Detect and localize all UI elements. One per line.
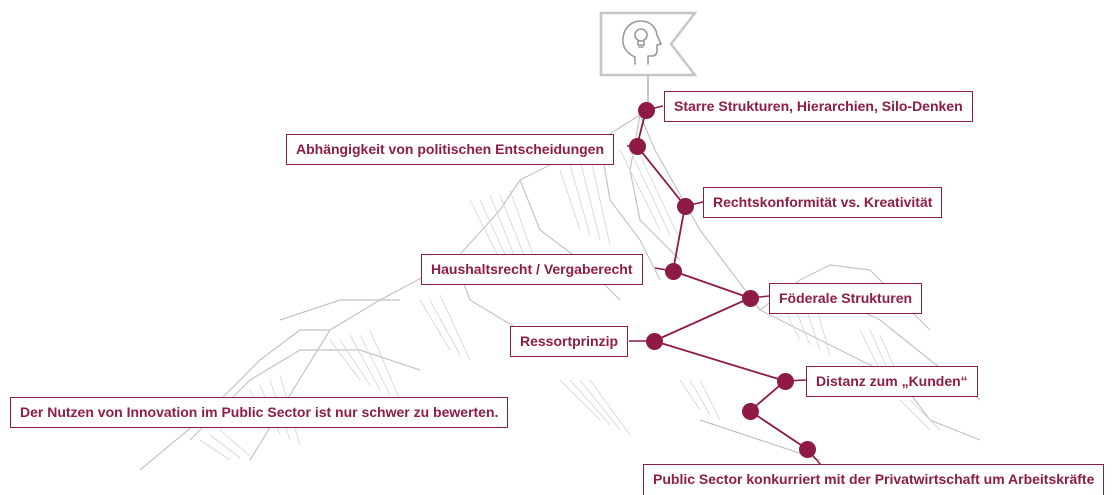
route-node-politics xyxy=(629,138,646,155)
route-node-customer xyxy=(777,373,794,390)
head-lightbulb-icon xyxy=(622,20,662,65)
label-workforce: Public Sector konkurriert mit der Privat… xyxy=(643,464,1105,495)
route-node-legal xyxy=(677,198,694,215)
flag xyxy=(599,11,698,77)
route-node-silo xyxy=(638,102,655,119)
label-federal: Föderale Strukturen xyxy=(769,283,923,314)
label-politics: Abhängigkeit von politischen Entscheidun… xyxy=(286,134,615,165)
label-silo: Starre Strukturen, Hierarchien, Silo-Den… xyxy=(664,91,973,122)
route-node-ressort xyxy=(646,333,663,350)
label-customer: Distanz zum „Kunden“ xyxy=(806,366,978,397)
label-budget: Haushaltsrecht / Vergaberecht xyxy=(421,254,643,285)
label-value: Der Nutzen von Innovation im Public Sect… xyxy=(10,397,509,428)
route-node-workforce xyxy=(799,441,816,458)
label-ressort: Ressortprinzip xyxy=(510,326,629,357)
route-node-federal xyxy=(742,290,759,307)
route-node-budget xyxy=(665,263,682,280)
label-legal: Rechtskonformität vs. Kreativität xyxy=(703,187,943,218)
route-node-value xyxy=(742,403,759,420)
